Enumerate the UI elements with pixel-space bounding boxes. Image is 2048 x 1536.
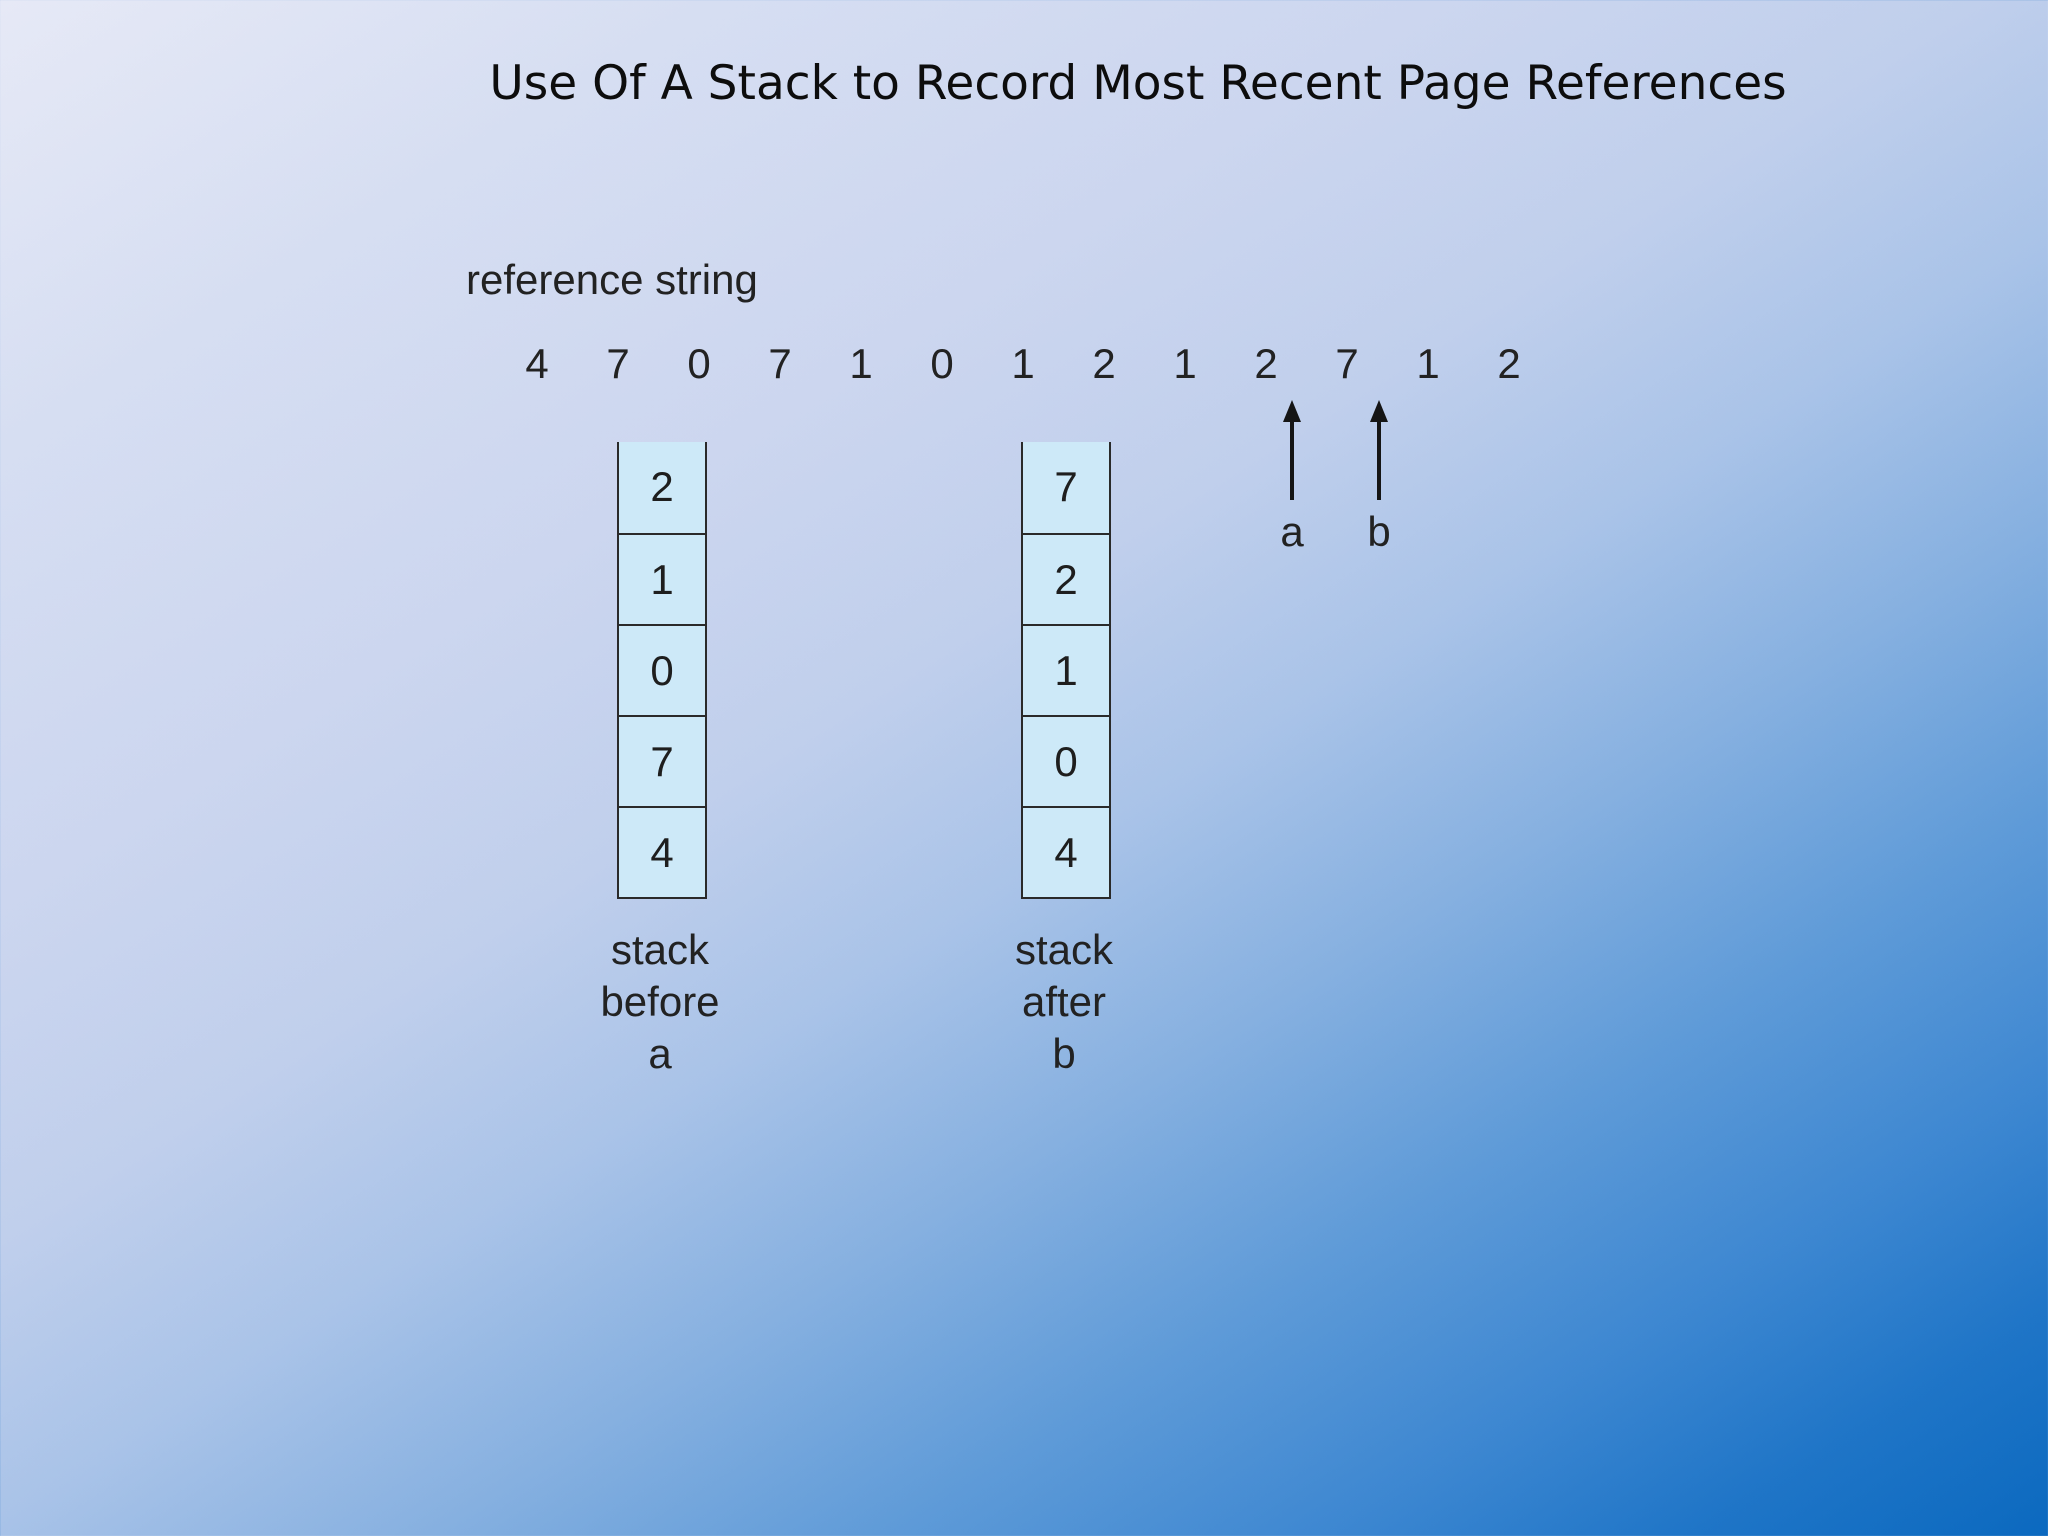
stack-cell: 1 <box>619 533 705 624</box>
stack-cell: 0 <box>1023 715 1109 806</box>
marker-b-arrow-icon <box>1369 400 1389 500</box>
marker-a-label: a <box>1280 508 1304 555</box>
stack-before-a: 2 1 0 7 4 <box>617 442 707 899</box>
marker-b-label: b <box>1367 508 1391 555</box>
stack-after-b: 7 2 1 0 4 <box>1021 442 1111 899</box>
reference-item: 0 <box>930 340 954 387</box>
caption-line: stack <box>1014 926 1114 973</box>
stack-cell: 1 <box>1023 624 1109 715</box>
reference-item: 1 <box>1173 340 1197 387</box>
reference-item: 4 <box>525 340 549 387</box>
stack-cell: 4 <box>619 806 705 897</box>
stack-cell: 7 <box>619 715 705 806</box>
reference-item: 0 <box>687 340 711 387</box>
reference-item: 7 <box>1335 340 1359 387</box>
stack-before-a-caption: stack before a <box>570 924 750 1080</box>
caption-line: stack <box>610 926 710 973</box>
reference-item: 1 <box>1011 340 1035 387</box>
reference-item: 1 <box>1416 340 1440 387</box>
caption-line: a <box>648 1030 672 1077</box>
stack-cell: 2 <box>1023 533 1109 624</box>
reference-item: 7 <box>606 340 630 387</box>
stack-cell: 7 <box>1054 463 1078 510</box>
stack-cell: 0 <box>619 624 705 715</box>
reference-item: 7 <box>768 340 792 387</box>
reference-item: 1 <box>849 340 873 387</box>
reference-item: 2 <box>1497 340 1521 387</box>
caption-line: before <box>600 978 720 1025</box>
reference-string-label: reference string <box>466 256 758 303</box>
marker-a-arrow-icon <box>1282 400 1302 500</box>
reference-item: 2 <box>1092 340 1116 387</box>
slide-title: Use Of A Stack to Record Most Recent Pag… <box>489 56 1787 111</box>
stack-cell: 2 <box>650 463 674 510</box>
stack-after-b-caption: stack after b <box>974 924 1154 1080</box>
reference-item: 2 <box>1254 340 1278 387</box>
stack-cell: 4 <box>1023 806 1109 897</box>
caption-line: after <box>1021 978 1107 1025</box>
caption-line: b <box>1052 1030 1076 1077</box>
